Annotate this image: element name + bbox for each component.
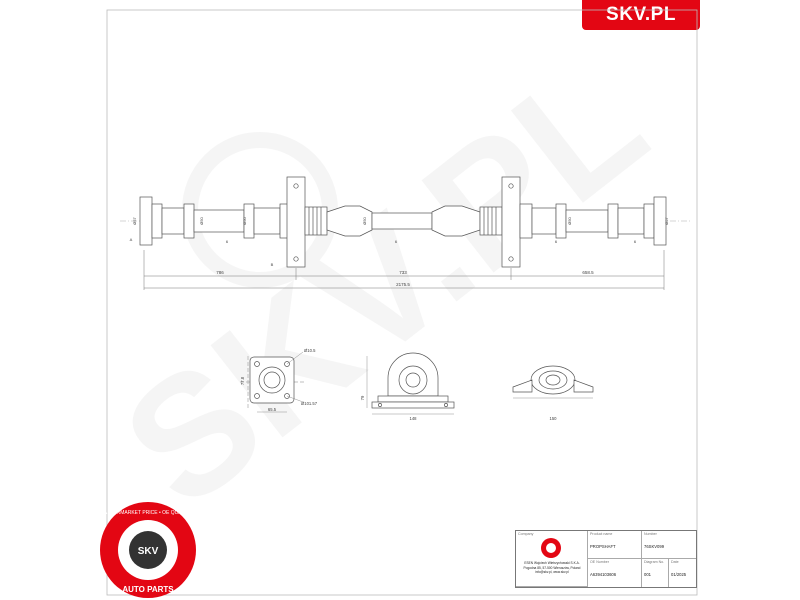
- company-contact: info@skv.pl, www.skv.pl: [535, 570, 569, 574]
- label-a: A: [130, 237, 133, 242]
- company-cell: Company ESEN Wojciech Wietrzychowski S.K…: [516, 531, 588, 587]
- dim-small-2: 6: [395, 239, 398, 244]
- left-flange: [139, 196, 153, 246]
- right-tube: [565, 209, 609, 233]
- bearing-side-dims: 150: [550, 416, 558, 421]
- dim-length-2: 733: [399, 270, 407, 275]
- left-bellows: [304, 206, 328, 236]
- company-address: Pogodna 85, 57-500 Wieruszów, Poland: [523, 565, 581, 570]
- flange-width: 65.5: [268, 407, 277, 412]
- dim-dia-3: Ø50: [242, 216, 247, 224]
- length-labels: 786 733 658.5 2175.5: [216, 270, 594, 287]
- date-label: Date: [671, 560, 679, 564]
- dim-dia-4: Ø50: [362, 216, 367, 224]
- flange-dims: Ø10.5 77.8 65.5 Ø101.57: [240, 348, 318, 412]
- date-cell: Date 01/2025: [669, 559, 696, 587]
- diameter-callouts: Ø57 Ø50 Ø50 Ø50 Ø50 Ø57 6 6 6 6 A B: [130, 216, 669, 267]
- number-value: 76SKV099: [644, 544, 665, 549]
- dim-small-3: 6: [555, 239, 558, 244]
- right-bellows: [479, 206, 503, 236]
- length-dimensions: [143, 250, 665, 290]
- right-joint: [519, 203, 533, 239]
- dim-dia-6: Ø57: [664, 216, 669, 224]
- right-center-bearing-bracket: [501, 176, 521, 268]
- middle-tube: [371, 212, 433, 230]
- bearing-front-dims: 79 148: [360, 395, 417, 421]
- seal-ring-text: AFTERMARKET PRICE • OE QUALITY: [104, 510, 193, 516]
- left-center-bearing-bracket: [286, 176, 306, 268]
- date-value: 01/2025: [671, 572, 687, 577]
- diagram-no-cell: Diagram No. 001: [642, 559, 669, 587]
- watermark: SKV.PL: [90, 25, 679, 543]
- dim-dia-1: Ø57: [132, 216, 137, 224]
- label-b: B: [271, 262, 274, 267]
- bearing-side-width: 150: [550, 416, 558, 421]
- brand-logo-text: SKV.PL: [606, 4, 676, 25]
- oe-number-cell: OE Number A6394103606: [588, 559, 642, 587]
- middle-yoke-left: [326, 205, 373, 237]
- bearing-front-width: 148: [410, 416, 418, 421]
- dim-small-1: 6: [226, 239, 229, 244]
- bearing-front-view: [366, 352, 455, 415]
- seal-center-text: SKV: [138, 546, 159, 557]
- bearing-front-height: 79: [360, 395, 365, 400]
- product-name-value: PROPSHAFT: [590, 544, 616, 549]
- bearing-side-view: [512, 365, 594, 399]
- company-name: ESEN Wojciech Wietrzychowski S.K.A.: [524, 561, 580, 565]
- flange-hole-dia: Ø10.5: [304, 348, 316, 353]
- title-block: Company ESEN Wojciech Wietrzychowski S.K…: [515, 530, 697, 588]
- dim-length-1: 786: [216, 270, 224, 275]
- flange-detail-view: [240, 351, 306, 413]
- propshaft-side-view: [139, 176, 667, 268]
- watermark-text: SKV.PL: [90, 25, 679, 543]
- brand-logo[interactable]: SKV.PL: [582, 0, 700, 30]
- dim-length-3: 658.5: [582, 270, 594, 275]
- diagram-no-value: 001: [644, 572, 651, 577]
- company-logo-icon: [541, 538, 561, 558]
- quality-seal: SKV AFTERMARKET PRICE • OE QUALITY AUTO …: [100, 502, 196, 598]
- dim-dia-5: Ø50: [567, 216, 572, 224]
- oe-number-value: A6394103606: [590, 572, 617, 577]
- product-name-label: Product name: [590, 532, 613, 536]
- page-border: [106, 9, 698, 596]
- diagram-no-label: Diagram No.: [644, 560, 665, 564]
- right-flange: [653, 196, 667, 246]
- company-info: ESEN Wojciech Wietrzychowski S.K.A. Pogo…: [520, 561, 584, 575]
- seal-bottom-text: AUTO PARTS: [122, 585, 174, 594]
- dim-total-length: 2175.5: [396, 282, 410, 287]
- gear-icon: [129, 531, 167, 569]
- product-name-cell: Product name PROPSHAFT: [588, 531, 642, 559]
- oe-number-label: OE Number: [590, 560, 609, 564]
- number-cell: Number 76SKV099: [642, 531, 696, 559]
- middle-yoke-right: [431, 205, 481, 237]
- flange-outer-dia: Ø101.57: [301, 401, 318, 406]
- dim-small-4: 6: [634, 239, 637, 244]
- company-label: Company: [518, 532, 534, 536]
- dim-dia-2: Ø50: [199, 216, 204, 224]
- number-label: Number: [644, 532, 657, 536]
- flange-height: 77.8: [240, 376, 245, 385]
